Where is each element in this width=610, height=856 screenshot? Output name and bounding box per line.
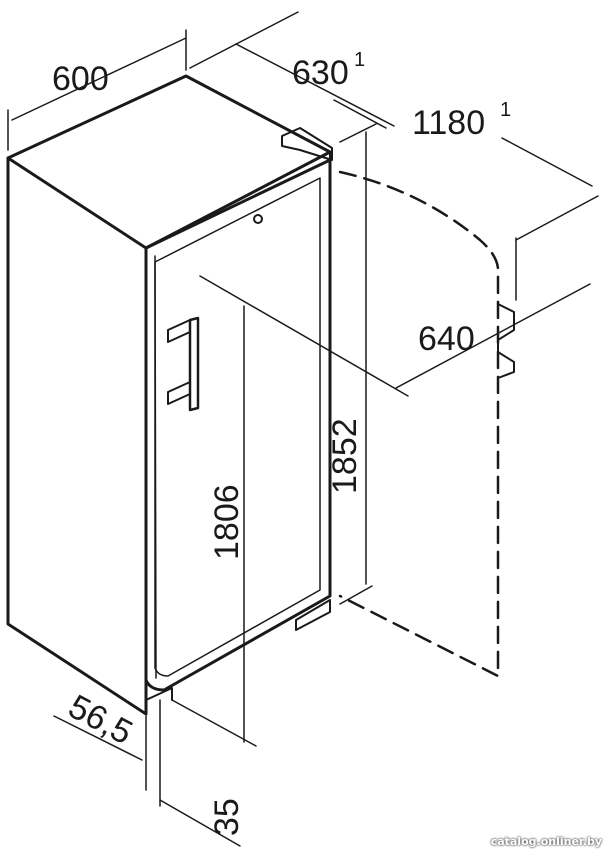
dim-depth-line xyxy=(235,43,395,127)
open-door-handle xyxy=(497,303,515,379)
door xyxy=(144,127,333,701)
label-width: 600 xyxy=(52,60,109,98)
label-height-door: 1806 xyxy=(208,484,246,560)
dim-width-line xyxy=(11,37,187,121)
open-door-path xyxy=(338,170,500,678)
cabinet-side-panel xyxy=(6,156,148,716)
lock-icon xyxy=(253,214,263,224)
label-depth-open-note: 1 xyxy=(500,99,511,121)
label-height-total: 1852 xyxy=(326,418,364,494)
label-depth-open: 1180 xyxy=(412,104,485,142)
door-handle xyxy=(167,316,200,412)
door-inner-edge xyxy=(154,177,321,677)
watermark: catalog.onliner.by xyxy=(490,835,602,848)
label-plinth-height: 35 xyxy=(208,798,246,836)
foot-left xyxy=(145,687,173,701)
dim-door-swing-line xyxy=(395,283,591,389)
open-door-outline xyxy=(338,170,515,678)
door-outline xyxy=(144,158,332,692)
label-door-swing: 640 xyxy=(418,320,475,358)
label-depth: 630 xyxy=(292,54,349,92)
label-plinth-offset: 56,5 xyxy=(62,688,138,753)
dim-plinth-height-line xyxy=(159,799,241,847)
dim-plinth-offset-line xyxy=(53,715,143,761)
foot-right xyxy=(295,599,331,631)
label-depth-note: 1 xyxy=(354,49,365,71)
dimension-lines xyxy=(7,11,599,847)
hinge-cover xyxy=(281,127,333,161)
dim-depth-open-line xyxy=(501,137,593,187)
dimension-labels: 600 630 1 1180 1 640 1852 1806 56,5 35 xyxy=(52,49,511,836)
cabinet-top xyxy=(6,74,332,250)
door-seal xyxy=(154,255,157,679)
